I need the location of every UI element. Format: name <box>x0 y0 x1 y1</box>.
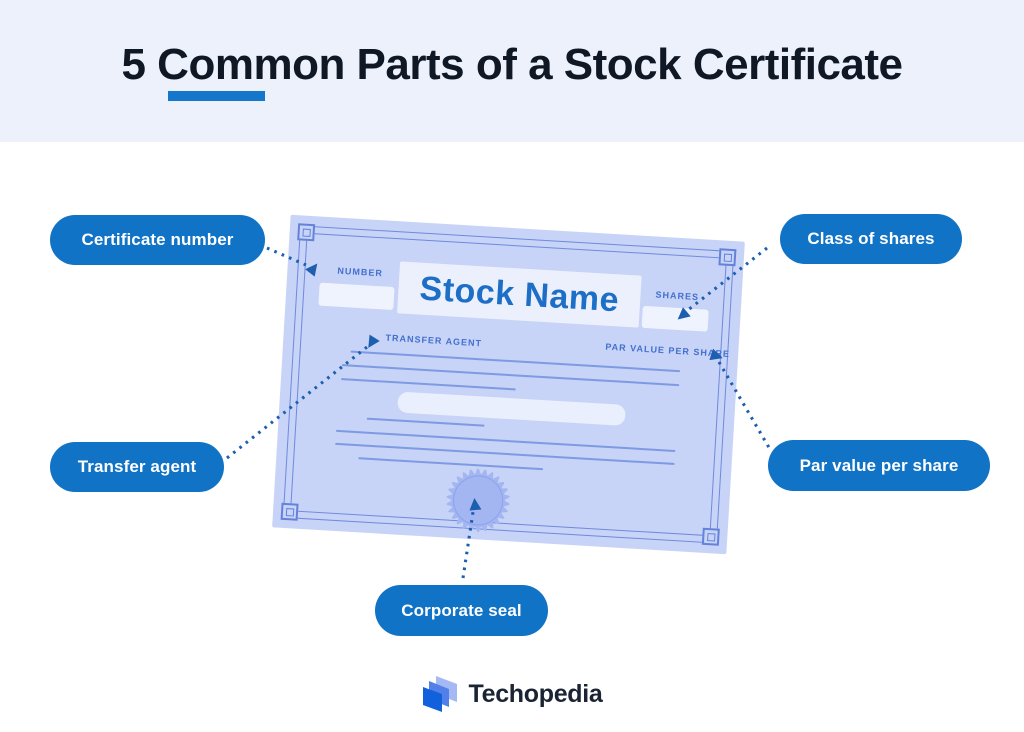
techopedia-wordmark: Techopedia <box>468 679 603 708</box>
corner-ornament-icon <box>701 527 720 546</box>
techopedia-logo-icon <box>423 676 458 712</box>
stock-name-text: Stock Name <box>418 269 621 319</box>
stock-certificate-illustration: NUMBER Stock Name SHARES TRANSFER AGENT … <box>272 214 745 555</box>
shares-field <box>641 305 709 332</box>
title-underline <box>168 91 265 101</box>
header-band <box>0 0 1024 142</box>
corner-ornament-icon <box>280 502 299 521</box>
callout-transfer-agent: Transfer agent <box>50 442 224 492</box>
corporate-seal-graphic <box>443 466 513 536</box>
techopedia-logo: Techopedia <box>0 676 1024 712</box>
callout-corporate-seal: Corporate seal <box>375 585 548 636</box>
corner-ornament-icon <box>718 248 737 267</box>
callout-par-value: Par value per share <box>768 440 990 491</box>
callout-class-of-shares: Class of shares <box>780 214 962 264</box>
seal-icon <box>446 468 510 533</box>
number-field <box>318 282 395 311</box>
corner-ornament-icon <box>297 223 316 242</box>
page-title: 5 Common Parts of a Stock Certificate <box>121 40 903 89</box>
callout-certificate-number: Certificate number <box>50 215 265 265</box>
